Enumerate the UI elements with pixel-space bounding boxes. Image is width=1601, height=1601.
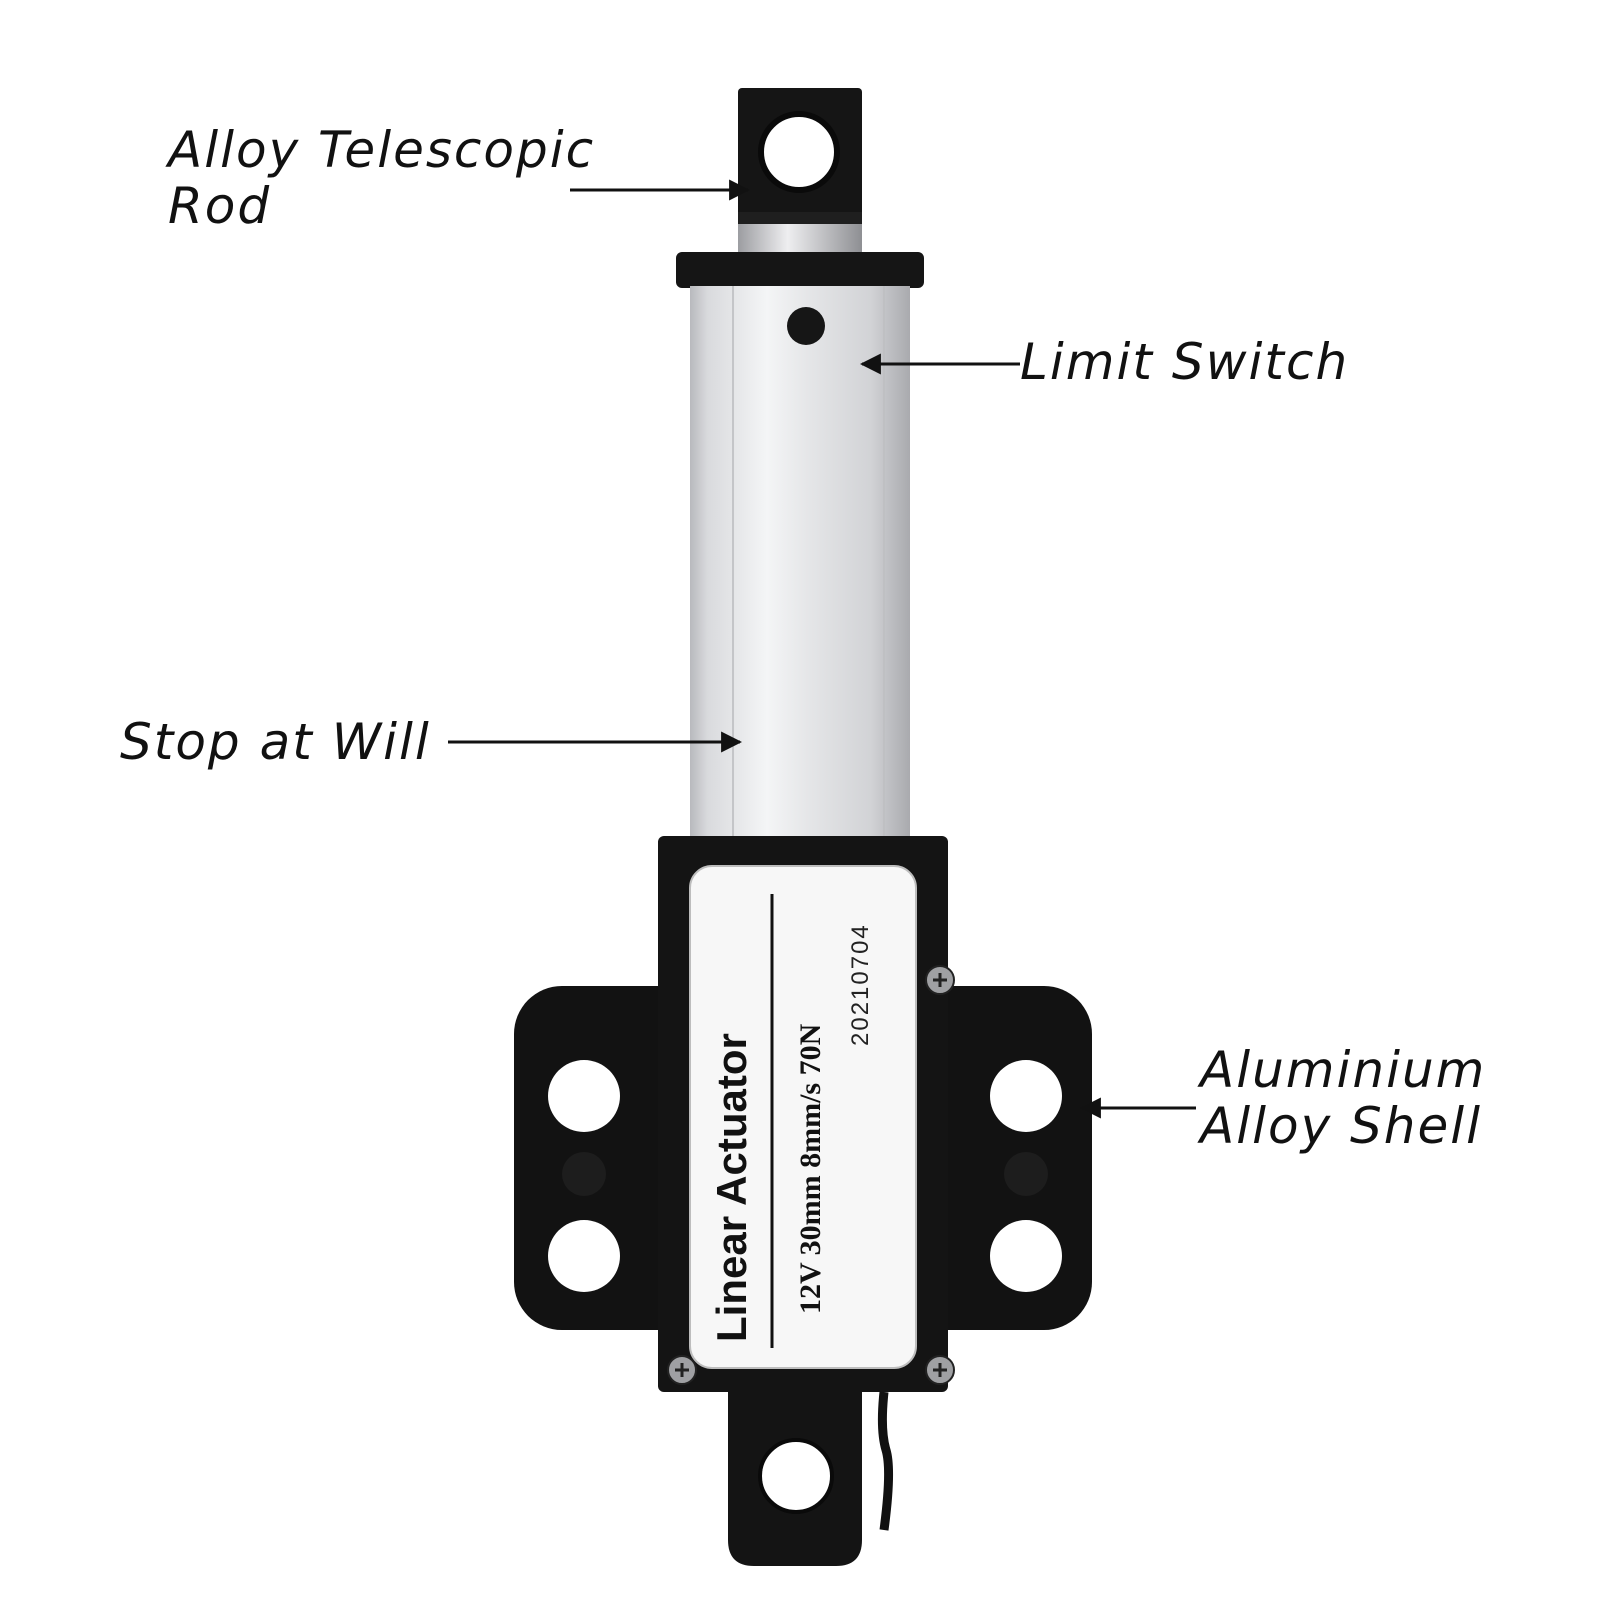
label-title: Linear Actuator (708, 1033, 755, 1342)
callout-shell: Aluminium Alloy Shell (1200, 1042, 1486, 1154)
callout-shell-line2: Alloy Shell (1200, 1097, 1483, 1155)
callout-rod-line1: Alloy Telescopic (168, 121, 596, 179)
callout-shell-line1: Aluminium (1200, 1041, 1487, 1099)
callout-limit-switch: Limit Switch (1020, 334, 1349, 390)
label-plate: Linear Actuator 12V 30mm 8mm/s 70N 20210… (689, 865, 917, 1369)
callout-stop-text: Stop at Will (120, 713, 431, 771)
callout-limit-switch-text: Limit Switch (1020, 333, 1350, 391)
screw-bottom-left (667, 1355, 697, 1385)
bottom-clevis (728, 1388, 862, 1566)
screw-bottom-right (925, 1355, 955, 1385)
rod-end-clevis (738, 88, 862, 230)
label-code: 20210704 (847, 923, 874, 1046)
limit-switch-dot (787, 307, 825, 345)
tube-end-cap (676, 252, 924, 288)
screw-top-right (925, 965, 955, 995)
telescopic-rod (738, 224, 862, 254)
label-spec: 12V 30mm 8mm/s 70N (794, 1023, 827, 1314)
aluminium-tube (690, 286, 910, 844)
callout-rod: Alloy Telescopic Rod (168, 122, 595, 234)
power-cable (877, 1391, 894, 1531)
callout-rod-line2: Rod (168, 177, 272, 235)
callout-stop: Stop at Will (120, 714, 431, 770)
